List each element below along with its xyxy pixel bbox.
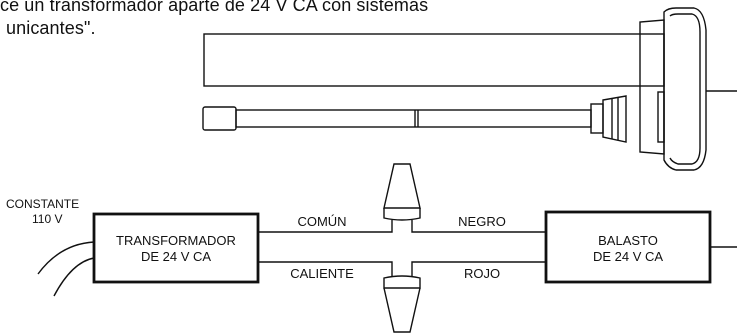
transformer-box (92, 212, 260, 284)
uv-lamp-illustration (202, 7, 737, 171)
lamp-housing (639, 7, 737, 171)
transformer-label-1: TRANSFORMADOR (116, 233, 236, 248)
wiring-lines (258, 220, 546, 276)
caption-text: ce un transformador aparte de 24 V CA co… (0, 0, 428, 40)
wire-nut-top (383, 163, 421, 221)
ballast-box (544, 210, 737, 284)
ballast-label-1: BALASTO (598, 233, 658, 248)
lamp-tube (202, 95, 627, 143)
wire-label-common: COMÚN (297, 214, 346, 229)
caption-line-2: unicantes". (6, 18, 96, 38)
ballast-label-2: DE 24 V CA (593, 249, 663, 264)
wire-label-black: NEGRO (458, 214, 506, 229)
power-input-wires (37, 241, 95, 297)
lamp-sleeve (203, 33, 665, 87)
caption-line-1: ce un transformador aparte de 24 V CA co… (0, 0, 429, 15)
power-source-label-1: CONSTANTE (6, 197, 79, 211)
wire-label-red: ROJO (464, 266, 500, 281)
power-source-label-2: 110 V (32, 212, 62, 226)
transformer-label-2: DE 24 V CA (141, 249, 211, 264)
wire-label-hot: CALIENTE (290, 266, 354, 281)
wire-nut-bottom (383, 275, 421, 333)
